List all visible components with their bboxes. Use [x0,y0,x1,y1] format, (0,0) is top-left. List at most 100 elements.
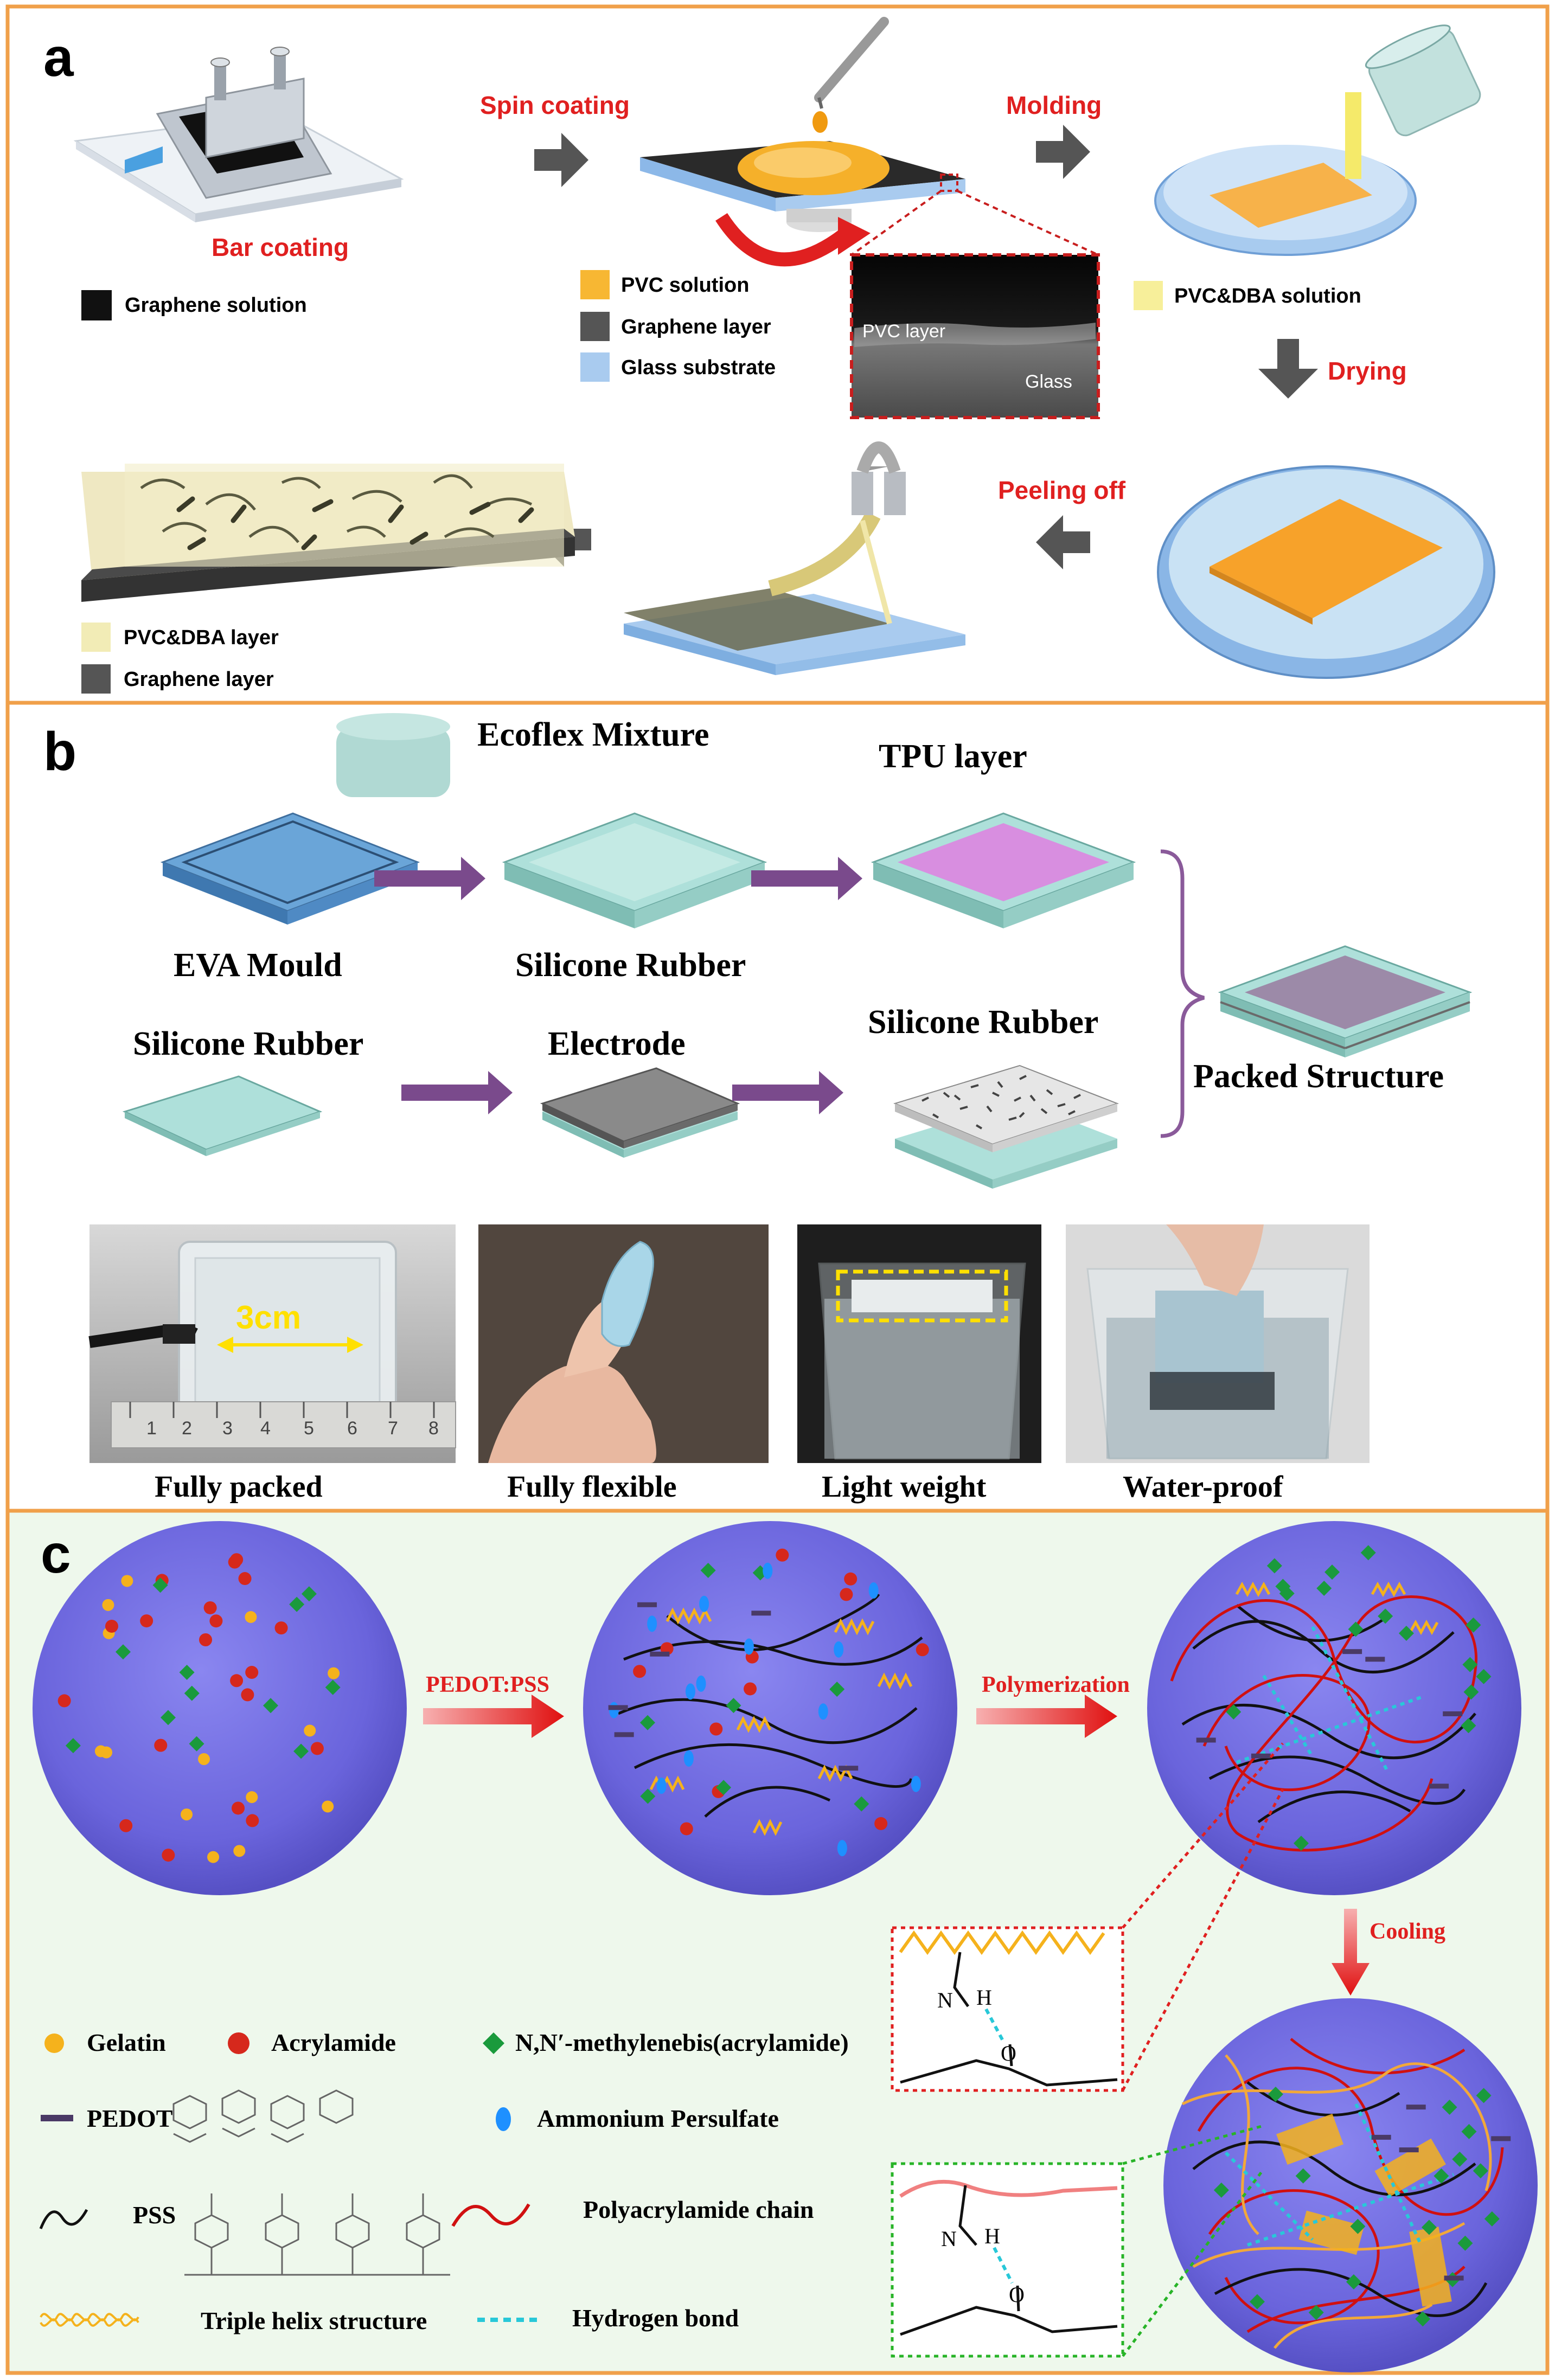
pss-swatch [39,2209,88,2229]
crosslinker-particle [289,1596,305,1612]
peeling-off-label: Peeling off [998,476,1126,504]
crosslinker-particle [1295,2168,1311,2184]
crosslinker-particle [152,1577,168,1593]
acrylamide-particle [709,1722,723,1736]
triple-helix-label: Triple helix structure [201,2307,427,2334]
silicone-rubber-right-label: Silicone Rubber [868,1004,1098,1041]
pedot-particle [1429,1784,1449,1789]
pedot-label: PEDOT [87,2105,172,2132]
aps-label: Ammonium Persulfate [537,2105,779,2132]
crosslinker-particle [1226,1704,1242,1720]
pedot-particle [1371,2134,1391,2140]
panel-c-legend: Gelatin Acrylamide N,N′-methylenebis(acr… [39,2029,849,2334]
pedot-particle [751,1611,771,1616]
inset-n-atom: N [941,2227,957,2251]
crosslinker-particle [1463,1684,1479,1700]
graphene-layer-swatch [580,312,610,341]
acrylamide-particle [162,1849,175,1862]
acrylamide-particle [874,1817,888,1830]
acrylamide-particle [680,1822,693,1836]
pedot-particle [1491,2136,1511,2141]
acrylamide-particle [245,1666,259,1679]
crosslinker-particle [1442,2099,1457,2115]
triple-helix-bundle [1276,2113,1452,2307]
polyacrylamide-label: Polyacrylamide chain [583,2196,814,2223]
crosslinker-particle [293,1743,309,1759]
gelatin-particle [207,1851,220,1863]
ruler-number: 7 [388,1418,398,1439]
arrow-down-icon [1258,339,1318,399]
crosslinker-particle [1461,1718,1476,1734]
pedot-particle [1444,2275,1464,2281]
pedot-particle [1342,1649,1362,1654]
pedot-particle [1196,1737,1216,1743]
gelatin-particle [121,1575,133,1587]
packed-structure [1218,945,1473,1057]
spin-coating-label: Spin coating [480,91,630,119]
crosslinker-particle [1350,2218,1366,2234]
graphene-solution-swatch [81,290,112,320]
aps-swatch [496,2107,511,2131]
aps-particle [696,1675,706,1692]
crosslinker-particle [640,1788,656,1804]
aps-particle [837,1840,847,1857]
crosslinker-particle [1476,2088,1492,2103]
polymerized-sphere [1147,1521,1521,1895]
acrylamide-particle [199,1633,213,1646]
sem-pvc-layer-label: PVC layer [862,321,945,342]
crosslinker-particle [65,1738,81,1754]
silicone-rubber-sheet [122,1075,323,1156]
panel-c: c PEDOT:PSS Polymerization Cooling [33,1521,1538,2372]
hydrogen-bond-inset-green: N H O [891,2124,1265,2358]
spin-coating-illustration [640,17,1099,267]
ruler-number: 6 [347,1418,357,1439]
crosslinker-particle [115,1644,131,1660]
ruler [111,1401,456,1448]
inset-h-atom: H [984,2224,1000,2248]
glass-substrate-swatch [580,352,610,382]
crosslinker-particle [1213,2182,1229,2198]
crosslinker-particle [1266,1558,1282,1574]
crosslinker-particle [1249,2294,1265,2310]
crosslinker-particle [854,1796,869,1812]
gelatin-particle [100,1746,113,1759]
pvc-solution-label: PVC solution [621,274,749,297]
pedot-particle [614,1732,634,1737]
peeling-illustration [624,441,965,675]
gelatin-particle [181,1808,193,1821]
ecoflex-cup-icon [336,713,450,797]
crosslinker-particle [700,1562,716,1578]
pedot-particle [1406,2105,1426,2110]
highlight-box [836,1269,1008,1323]
pvc-solution-swatch [580,270,610,299]
acrylamide-particle [209,1614,223,1628]
aps-particle [647,1615,657,1632]
panel-a-letter: a [43,27,74,88]
gelatin-particle [304,1724,316,1737]
panel-b: b Ecoflex Mixture TPU layer EVA Mould Si… [43,713,1473,1504]
crosslinker-particle [161,1710,176,1725]
caption-light-weight: Light weight [822,1470,987,1504]
crosslinker-particle [1398,1626,1414,1641]
arrow-right-icon [732,1071,843,1114]
grouping-bracket [1160,849,1205,1138]
graphene-solution-label: Graphene solution [125,294,307,317]
acrylamide-particle [246,1814,259,1827]
crosslinker-particle [1360,1545,1376,1561]
crosslinker-particle [1294,1836,1309,1851]
aps-particle [834,1641,844,1658]
composite-film-illustration [81,464,575,602]
final-graphene-layer-label: Graphene layer [124,668,274,691]
aps-particle [656,1778,667,1794]
crosslinker-particle [189,1736,204,1752]
pedot-particle [637,1602,657,1607]
pedot-particle [1365,1657,1385,1662]
panel-b-letter: b [43,721,76,782]
silicone-rubber-mould [502,812,767,928]
acrylamide-particle [744,1682,757,1696]
eva-mould-label: EVA Mould [174,947,342,984]
pedot-particle [1399,2147,1419,2153]
arrow-right-icon [751,857,862,900]
arrow-right-icon [401,1071,513,1114]
ruler-number: 1 [146,1418,157,1439]
